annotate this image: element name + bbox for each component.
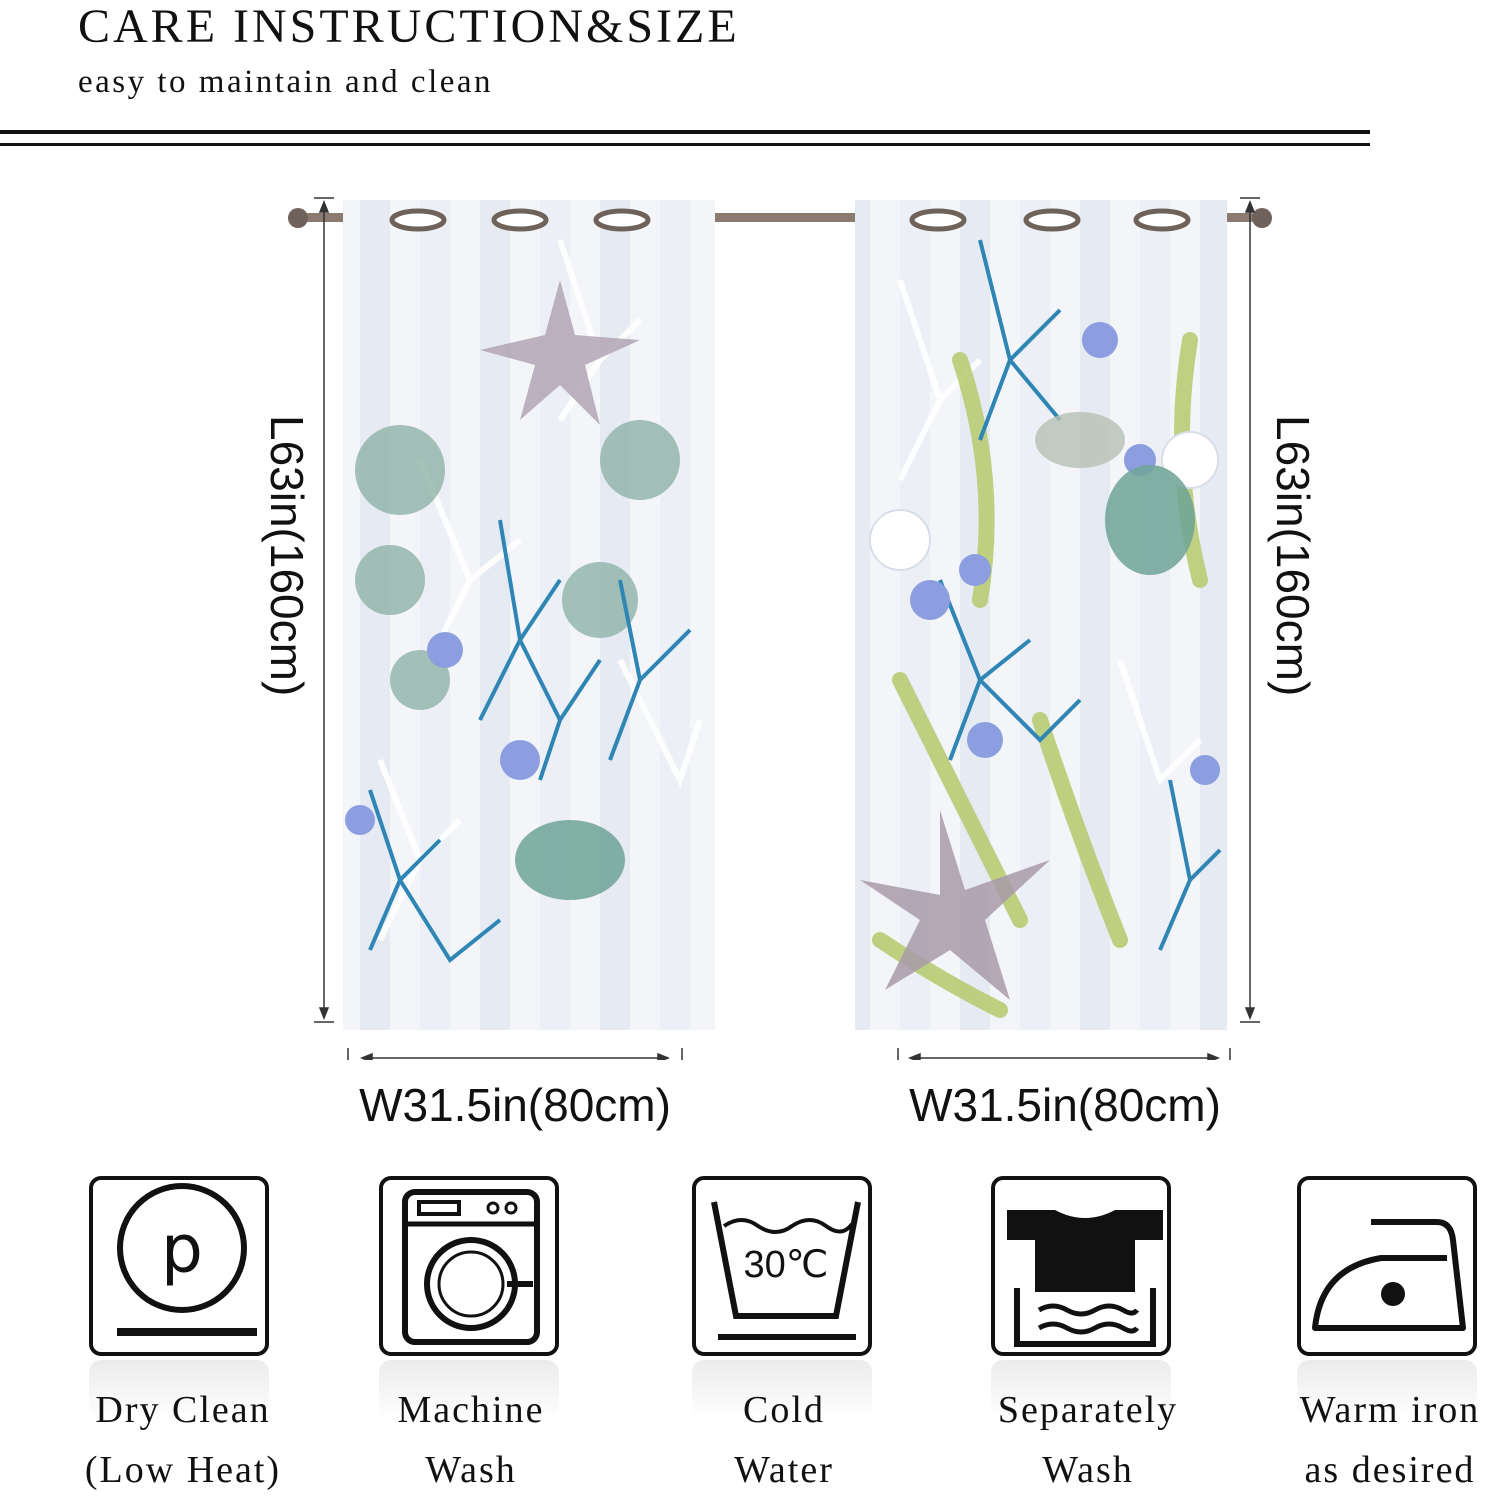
- care-label-line2: Wash: [1042, 1449, 1134, 1491]
- dry-clean-icon: p: [117, 1183, 257, 1336]
- warm-iron-card: [1297, 1176, 1477, 1356]
- care-label-line1: Warm iron: [1299, 1389, 1481, 1431]
- machine-wash-reflection: [379, 1360, 559, 1420]
- care-label-warm-iron: Warm iron as desired: [1270, 1380, 1500, 1500]
- care-label-line2: Wash: [425, 1449, 517, 1491]
- care-label-line1: Cold: [743, 1389, 825, 1431]
- care-label-dry-clean: Dry Clean (Low Heat): [63, 1380, 303, 1500]
- right-width-label: W31.5in(80cm): [909, 1079, 1221, 1131]
- header-divider-top: [0, 130, 1370, 134]
- page-title: CARE INSTRUCTION&SIZE: [78, 0, 740, 53]
- left-width-label: W31.5in(80cm): [359, 1079, 671, 1131]
- separately-wash-card: [991, 1176, 1171, 1356]
- length-dimension-lines: [314, 197, 1260, 1023]
- machine-wash-card: [379, 1176, 559, 1356]
- care-label-line1: Separately: [997, 1389, 1179, 1431]
- water-temperature: 30℃: [743, 1244, 829, 1286]
- dry-clean-card: p: [89, 1176, 269, 1356]
- care-label-cold-water: Cold Water: [664, 1380, 904, 1500]
- care-label-separately-wash: Separately Wash: [968, 1380, 1208, 1500]
- curtain-illustration: [288, 197, 1272, 1060]
- right-length-label: L63in(160cm): [1267, 415, 1319, 697]
- care-label-line2: Water: [734, 1449, 834, 1491]
- separately-wash-reflection: [991, 1360, 1171, 1420]
- warm-iron-reflection: [1297, 1360, 1477, 1420]
- care-label-line2: (Low Heat): [84, 1449, 282, 1491]
- width-dimension-lines: [347, 1048, 1231, 1060]
- page-subtitle: easy to maintain and clean: [78, 64, 494, 100]
- care-label-line1: Machine: [397, 1389, 545, 1431]
- header-divider-bottom: [0, 143, 1370, 146]
- cold-water-card: 30℃: [692, 1176, 872, 1356]
- wash-tub-icon: [711, 1201, 861, 1340]
- svg-text:p: p: [161, 1211, 203, 1288]
- iron-icon: [1312, 1219, 1466, 1331]
- care-label-machine-wash: Machine Wash: [351, 1380, 591, 1500]
- left-length-label: L63in(160cm): [261, 415, 313, 697]
- cold-water-reflection: [692, 1360, 872, 1420]
- right-curtain-panel: [855, 200, 1227, 1030]
- washing-machine-icon: [402, 1189, 540, 1345]
- care-label-line1: Dry Clean: [95, 1389, 271, 1431]
- left-curtain-panel: [343, 200, 715, 1030]
- care-label-line2: as desired: [1304, 1449, 1476, 1491]
- dry-clean-reflection: [89, 1360, 269, 1420]
- separate-wash-icon: [1007, 1210, 1163, 1347]
